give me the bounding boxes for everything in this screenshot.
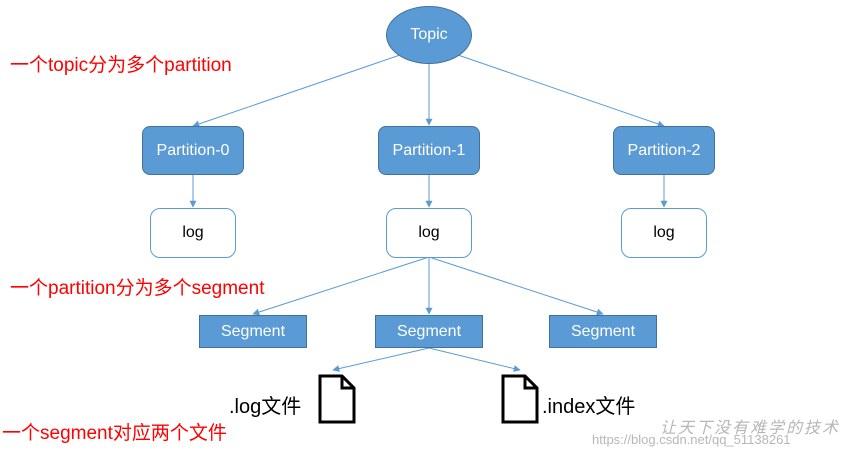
segment-2-node: Segment (549, 315, 657, 348)
partition-1-label: Partition-1 (392, 141, 466, 159)
edge-segment-log-file (332, 347, 430, 373)
topic-partition-note: 一个topic分为多个partition (10, 55, 232, 76)
edge-topic-partition-2 (457, 54, 665, 128)
segment-label: Segment (570, 322, 636, 340)
watermark-logo-text: 让天下没有难学的技术 (660, 420, 841, 437)
segment-0-node: Segment (199, 315, 307, 348)
edge-segment-index-file (428, 347, 521, 372)
index-file-label: .index文件 (542, 396, 636, 418)
partition-0-log-node: log (150, 208, 236, 258)
file-icon (318, 374, 356, 424)
log-label: log (653, 224, 675, 241)
partition-segment-note: 一个partition分为多个segment (10, 278, 265, 299)
partition-2-label: Partition-2 (627, 141, 701, 159)
segment-label: Segment (220, 322, 286, 340)
watermark-url: https://blog.csdn.net/qq_51138261 (592, 432, 791, 447)
segment-label: Segment (396, 322, 462, 340)
log-file-label: .log文件 (229, 396, 302, 418)
partition-0-node: Partition-0 (142, 126, 244, 175)
log-label: log (182, 224, 204, 241)
topic-node: Topic (386, 6, 472, 64)
segment-1-node: Segment (375, 315, 483, 348)
edge-log-segment-2 (428, 256, 604, 316)
file-icon (501, 374, 539, 424)
partition-0-label: Partition-0 (156, 141, 230, 159)
edge-log-segment-0 (252, 256, 430, 316)
edge-topic-partition-0 (192, 54, 401, 128)
partition-1-log-node: log (386, 208, 472, 258)
log-label: log (418, 224, 440, 241)
segment-files-note: 一个segment对应两个文件 (2, 423, 227, 444)
partition-1-node: Partition-1 (378, 126, 480, 175)
topic-label: Topic (410, 26, 448, 43)
partition-2-node: Partition-2 (613, 126, 715, 175)
partition-2-log-node: log (621, 208, 707, 258)
